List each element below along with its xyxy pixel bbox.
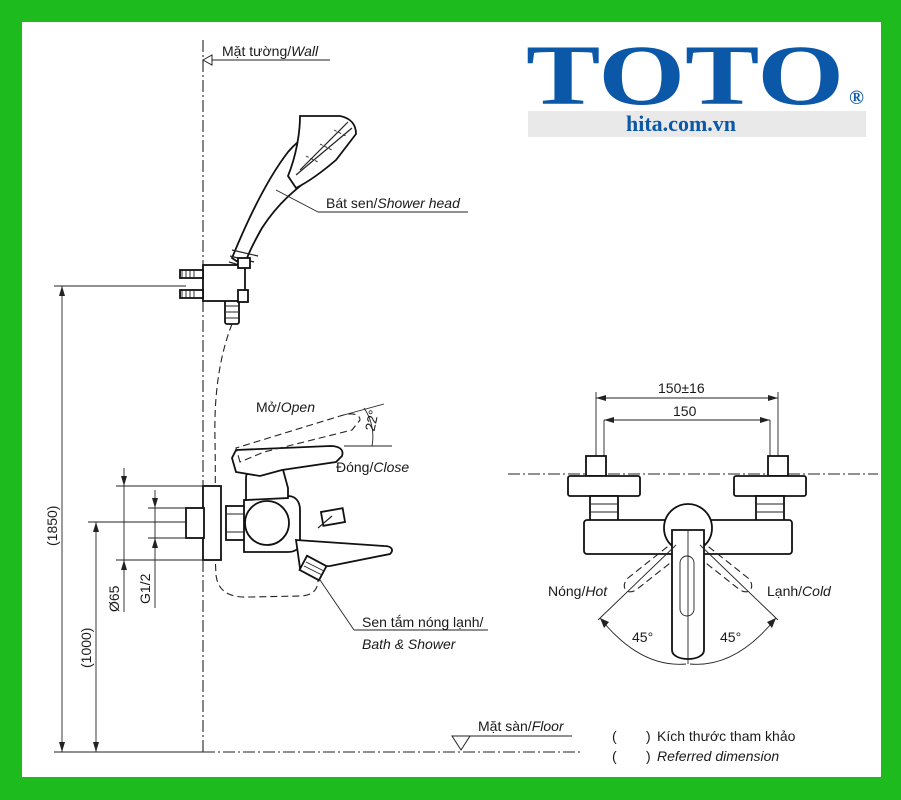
bath-shower-label-en: Bath & Shower (362, 636, 457, 652)
dimension-width: 150 (673, 403, 697, 419)
dimension-1850: (1850) (44, 506, 60, 546)
svg-text:): ) (646, 728, 651, 744)
svg-text:): ) (646, 748, 651, 764)
legend-text-en: Referred dimension (657, 748, 779, 764)
close-label: Đóng/Close (336, 459, 409, 475)
dimension-diameter: Ø65 (106, 585, 122, 612)
shower-head-label: Bát sen/Shower head (326, 195, 461, 211)
angle-hot: 45° (632, 629, 653, 645)
website-band (528, 111, 866, 137)
hot-label: Nóng/Hot (548, 583, 608, 599)
floor-marker (451, 735, 471, 751)
dimension-width-tolerance: 150±16 (658, 380, 705, 396)
legend: ( ) Kích thước tham khảo ( ) Referred di… (612, 728, 796, 764)
wall-arrow (201, 54, 213, 66)
mixer-side-view (185, 413, 393, 582)
toto-logo: TOTO ® hita.com.vn (526, 27, 866, 137)
cold-label: Lạnh/Cold (767, 583, 832, 599)
logo-text: TOTO (526, 27, 844, 123)
registered-mark: ® (849, 87, 864, 109)
website-text: hita.com.vn (626, 111, 736, 136)
angle-cold: 45° (720, 629, 741, 645)
svg-text:(: ( (612, 748, 617, 764)
wall-label: Mặt tường/Wall (222, 43, 319, 59)
svg-text:(: ( (612, 728, 617, 744)
dimension-1000: (1000) (78, 628, 94, 668)
lever-angle: 22° (362, 408, 382, 432)
open-label: Mở/Open (256, 399, 315, 415)
shower-head (179, 115, 357, 325)
mixer-front-view (567, 455, 807, 660)
bath-shower-label-vn: Sen tắm nóng lạnh/ (362, 614, 484, 630)
legend-text-vn: Kích thước tham khảo (657, 728, 796, 744)
floor-label: Mặt sàn/Floor (478, 718, 565, 734)
dimension-thread: G1/2 (137, 573, 153, 604)
